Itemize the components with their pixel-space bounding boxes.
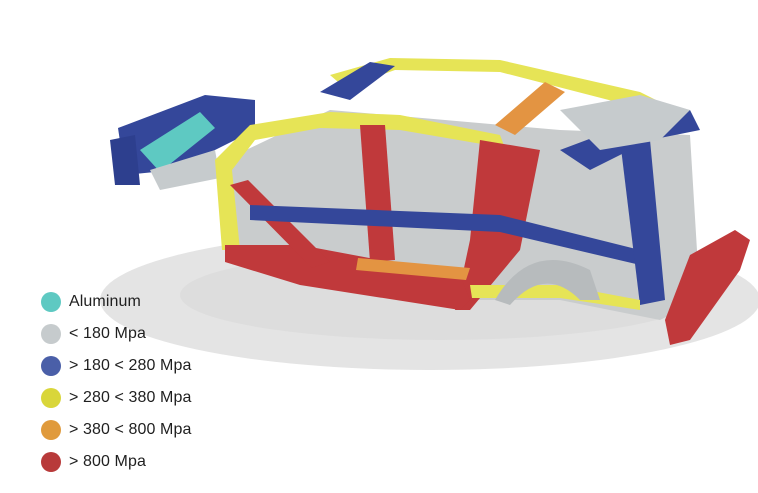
floor-cross-member: [250, 205, 640, 265]
legend-label: > 180 < 280 Mpa: [69, 357, 192, 374]
legend-swatch: [41, 388, 61, 408]
legend: Aluminum < 180 Mpa > 180 < 280 Mpa > 280…: [41, 291, 261, 483]
roof-rail-blue: [320, 62, 395, 100]
lower-orange-brace: [356, 258, 470, 280]
legend-swatch: [41, 452, 61, 472]
legend-item-aluminum: Aluminum: [41, 291, 261, 313]
rear-roof-panel: [560, 95, 690, 150]
legend-item-180-280: > 180 < 280 Mpa: [41, 355, 261, 377]
legend-swatch: [41, 420, 61, 440]
legend-swatch: [41, 356, 61, 376]
legend-swatch: [41, 292, 61, 312]
b-pillar: [360, 125, 395, 262]
rocker-sill: [225, 245, 470, 310]
rear-wheel-arch: [495, 260, 600, 305]
legend-label: > 800 Mpa: [69, 453, 146, 470]
legend-item-280-380: > 280 < 380 Mpa: [41, 387, 261, 409]
legend-item-under-180: < 180 Mpa: [41, 323, 261, 345]
legend-label: < 180 Mpa: [69, 325, 146, 342]
front-crash-structure: [110, 95, 255, 190]
legend-item-380-800: > 380 < 800 Mpa: [41, 419, 261, 441]
front-brace: [230, 180, 330, 268]
legend-label: Aluminum: [69, 293, 141, 310]
legend-item-over-800: > 800 Mpa: [41, 451, 261, 473]
rear-bumper: [665, 230, 750, 345]
rear-pillar: [620, 140, 665, 305]
legend-label: > 380 < 800 Mpa: [69, 421, 192, 438]
roof-cross-orange: [495, 82, 565, 135]
legend-label: > 280 < 380 Mpa: [69, 389, 192, 406]
legend-swatch: [41, 324, 61, 344]
